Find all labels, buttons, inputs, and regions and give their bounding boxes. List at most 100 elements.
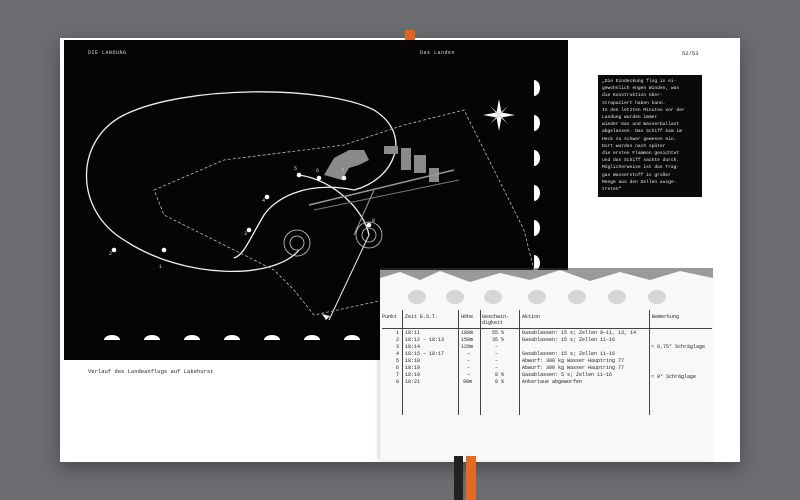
cell-geschw: 35 %	[492, 337, 505, 343]
map-point-label: 5	[294, 166, 297, 172]
flight-path-inner	[233, 186, 355, 259]
hangar-block-2	[401, 148, 411, 170]
map-point-label: 1	[159, 264, 162, 270]
map-point-label: 3	[244, 231, 247, 237]
cell-punkt: 6	[396, 365, 400, 371]
film-perforation	[104, 335, 360, 340]
cell-punkt: 2	[396, 337, 400, 343]
mooring-circle-2	[355, 221, 383, 249]
cell-zeit: 18:15 – 18:17	[405, 351, 445, 357]
waypoint-dot	[341, 175, 347, 181]
table-header-rule	[382, 328, 712, 329]
cell-hoehe: 90m	[463, 379, 473, 385]
cell-punkt: 4	[396, 351, 400, 357]
cell-hoehe: –	[467, 358, 471, 364]
quote-line: und das Schiff sackte durch.	[602, 158, 680, 164]
approach-line	[328, 234, 370, 321]
header-geschw-2: digkeit	[482, 320, 504, 326]
bookmark-ribbon-bottom	[466, 456, 476, 500]
map-point-label: 4	[262, 198, 265, 204]
col-divider	[519, 310, 520, 415]
quote-line: die Konstruktion über-	[602, 93, 663, 99]
binder-hole	[528, 290, 546, 304]
quote-line: gewohnlich engen Winden, was	[602, 86, 680, 92]
cell-geschw: –	[495, 358, 499, 364]
cell-aktion: Abwurf: 300 kg Wasser Hauptring 77	[522, 358, 625, 364]
waypoint-dot	[316, 175, 322, 181]
header-geschw-1: Geschwin-	[482, 314, 510, 320]
cell-zeit: 18:19	[405, 372, 421, 378]
cell-hoehe: –	[467, 365, 471, 371]
cell-geschw: –	[495, 351, 499, 357]
cell-zeit: 18:21	[405, 379, 421, 385]
binder-hole	[446, 290, 464, 304]
runway-line-2	[313, 179, 460, 211]
cell-hoehe: –	[467, 351, 471, 357]
section-label: DIE LANDUNG	[88, 50, 127, 56]
final-approach	[298, 174, 370, 236]
cell-hoehe: 180m	[461, 330, 474, 336]
header-hoehe: Höhe	[461, 314, 474, 320]
quote-line: In den letzten Minuten vor der	[602, 107, 685, 113]
quote-line: Möglicherweise ist das Trag-	[602, 165, 680, 171]
cell-bemerkung: ≈ 0° Schräglage	[651, 374, 697, 380]
cell-punkt: 1	[396, 330, 400, 336]
cell-aktion: Gasablassen: 15 s; Zellen 11–16	[522, 337, 616, 343]
page-number: 52/53	[682, 50, 699, 57]
flight-path-outer	[85, 91, 397, 273]
waypoint-dot	[296, 172, 302, 178]
quote-line: die ersten Flammen gesichtet	[602, 151, 680, 157]
cell-punkt: 3	[396, 344, 400, 350]
map-point-label: 7	[341, 168, 344, 174]
quote-line: Heck zu schwer gewesen ein.	[602, 136, 677, 142]
cell-aktion: Gasablassen: 5 s; Zellen 11–16	[522, 372, 613, 378]
binder-hole	[568, 290, 586, 304]
quote-line: abgelassen. Das Schiff kam im	[602, 129, 682, 135]
map-point-label: 6	[316, 168, 319, 174]
landing-map: 1 2 3 4 5 6 7 8	[85, 80, 540, 340]
map-point-label: 2	[109, 251, 112, 257]
cell-geschw: 8 %	[495, 372, 505, 378]
cell-punkt: 7	[396, 372, 400, 378]
quote-line: Landung wurden immer	[602, 115, 658, 121]
quote-line: gas Wasserstoff in großer	[602, 172, 671, 178]
binder-hole	[484, 290, 502, 304]
cell-zeit: 18:12 – 18:13	[405, 337, 445, 343]
header-punkt: Punkt	[382, 314, 398, 320]
binder-hole	[408, 290, 426, 304]
cell-geschw: 0 %	[495, 379, 505, 385]
cell-hoehe: 120m	[461, 344, 474, 350]
quote-line: Menge aus den Zellen ausge-	[602, 179, 677, 185]
quote-line: wieder Gas und Wasserballast	[602, 122, 680, 128]
cell-zeit: 18:19	[405, 365, 421, 371]
col-divider	[458, 310, 459, 415]
cell-zeit: 18:11	[405, 330, 421, 336]
section-label-right: Das Landen	[420, 50, 456, 56]
cell-aktion: Ankertaue abgeworfen	[522, 379, 583, 385]
waypoint-dot	[246, 227, 252, 233]
cell-geschw: –	[495, 344, 499, 350]
col-divider	[649, 310, 650, 415]
cell-punkt: 8	[396, 379, 400, 385]
cell-aktion: Gasablassen: 15 s; Zellen 11–16	[522, 351, 616, 357]
runway-line-1	[308, 169, 455, 206]
cell-geschw: 55 %	[492, 330, 505, 336]
mooring-circle-1	[283, 229, 311, 257]
cell-aktion: Abwurf: 300 kg Wasser Hauptring 77	[522, 365, 625, 371]
quote-line: „Die Eindeckung flog in ei-	[602, 79, 677, 84]
cell-zeit: 18:18	[405, 358, 421, 364]
grunge-edge	[380, 268, 713, 282]
cell-zeit: 18:14	[405, 344, 421, 350]
cell-hoehe: 150m	[461, 337, 474, 343]
cell-aktion: Gasablassen: 15 s; Zellen 9–11, 13, 14	[522, 330, 637, 336]
col-divider	[480, 310, 481, 415]
arrow-head	[322, 314, 330, 320]
header-bemerkung: Bemerkung	[652, 314, 680, 320]
col-divider	[402, 310, 403, 415]
quote-line: Dort wurden nach später	[602, 143, 666, 149]
binder-hole	[648, 290, 666, 304]
header-aktion: Aktion	[522, 314, 541, 320]
film-perforation-right	[534, 80, 540, 271]
hangar-building	[324, 150, 369, 180]
waypoint-dot	[161, 247, 167, 253]
